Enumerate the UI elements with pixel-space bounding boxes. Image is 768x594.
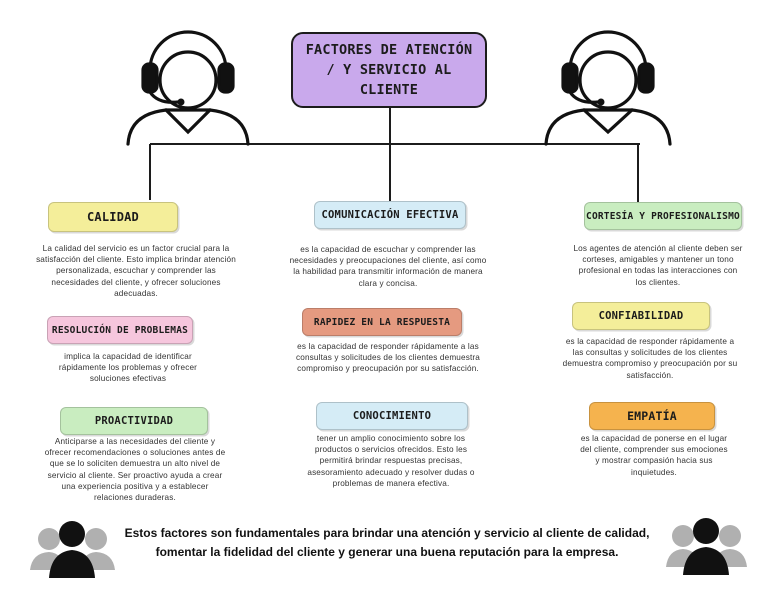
desc-proactividad: Anticiparse a las necesidades del client… (44, 437, 226, 503)
desc-calidad: La calidad del servicio es un factor cru… (36, 244, 236, 298)
footer-summary: Estos factores son fundamentales para br… (124, 526, 650, 559)
label-cortesia-profesionalismo: CORTESÍA Y PROFESIONALISMO (584, 202, 742, 230)
diagram-title: FACTORES DE ATENCIÓN / Y SERVICIO AL CLI… (291, 32, 487, 108)
label-resolucion-problemas: RESOLUCIÓN DE PROBLEMAS (47, 316, 193, 344)
desc-confiabilidad: es la capacidad de responder rápidamente… (562, 337, 738, 380)
label-empatia: EMPATÍA (589, 402, 715, 430)
label-proactividad: PROACTIVIDAD (60, 407, 208, 435)
desc-comunicacion-efectiva: es la capacidad de escuchar y comprender… (289, 245, 487, 288)
desc-empatia: es la capacidad de ponerse en el lugar d… (580, 434, 728, 477)
desc-resolucion-problemas: implica la capacidad de identificar rápi… (58, 352, 198, 384)
label-comunicacion-efectiva: COMUNICACIÓN EFECTIVA (314, 201, 466, 229)
desc-conocimiento: tener un amplio conocimiento sobre los p… (307, 434, 475, 488)
desc-cortesia-profesionalismo: Los agentes de atención al cliente deben… (573, 244, 743, 287)
label-calidad: CALIDAD (48, 202, 178, 232)
desc-rapidez-respuesta: es la capacidad de responder rápidamente… (296, 342, 480, 374)
label-confiabilidad: CONFIABILIDAD (572, 302, 710, 330)
label-conocimiento: CONOCIMIENTO (316, 402, 468, 430)
label-rapidez-respuesta: RAPIDEZ EN LA RESPUESTA (302, 308, 462, 336)
